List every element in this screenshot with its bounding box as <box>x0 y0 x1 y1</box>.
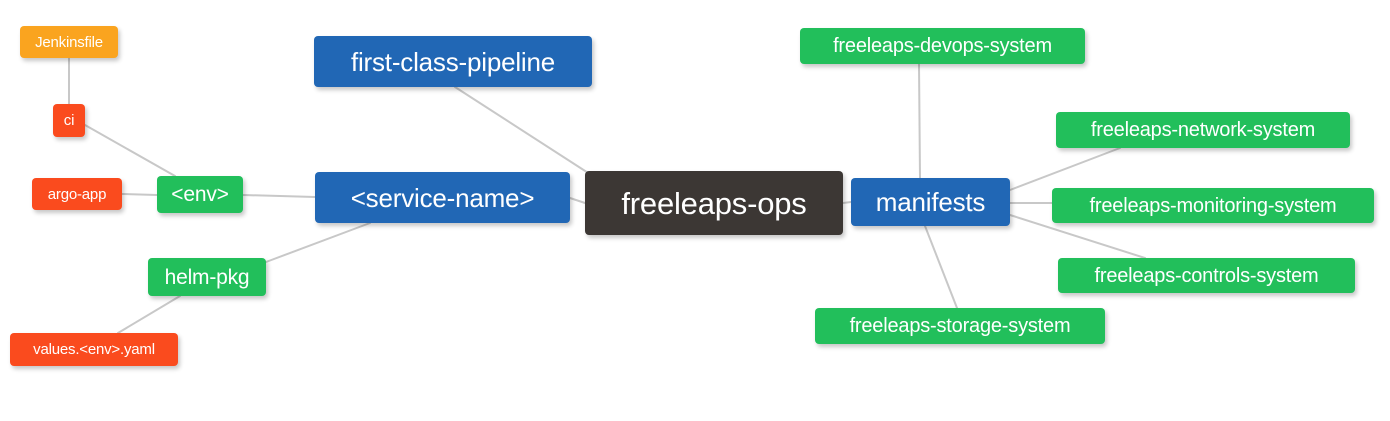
edge-service-name-to-env <box>242 194 316 198</box>
node-freeleaps-monitoring-system[interactable]: freeleaps-monitoring-system <box>1052 188 1374 223</box>
edge-env-to-ci <box>84 124 176 177</box>
edge-freeleaps-ops-to-manifests <box>842 201 852 204</box>
node-label-freeleaps-ops: freeleaps-ops <box>621 185 807 221</box>
node-values-env-yaml[interactable]: values.<env>.yaml <box>10 333 178 366</box>
node-label-freeleaps-devops-system: freeleaps-devops-system <box>833 35 1052 57</box>
node-label-first-class-pipeline: first-class-pipeline <box>350 46 556 77</box>
node-first-class-pipeline[interactable]: first-class-pipeline <box>314 36 592 87</box>
node-label-env: <env> <box>171 183 229 206</box>
node-freeleaps-controls-system[interactable]: freeleaps-controls-system <box>1058 258 1355 293</box>
node-service-name[interactable]: <service-name> <box>315 172 570 223</box>
node-argo-app[interactable]: argo-app <box>32 178 122 210</box>
edge-helm-pkg-to-values-env-yaml <box>117 295 181 334</box>
node-freeleaps-ops[interactable]: freeleaps-ops <box>585 171 843 235</box>
edge-env-to-argo-app <box>121 193 158 196</box>
edge-manifests-to-freeleaps-network-system <box>1009 147 1121 191</box>
node-label-jenkinsfile: Jenkinsfile <box>35 33 103 51</box>
edge-freeleaps-ops-to-first-class-pipeline <box>454 86 597 179</box>
node-ci[interactable]: ci <box>53 104 85 137</box>
node-label-values-env-yaml: values.<env>.yaml <box>33 341 155 358</box>
node-label-freeleaps-controls-system: freeleaps-controls-system <box>1094 264 1319 287</box>
node-freeleaps-devops-system[interactable]: freeleaps-devops-system <box>800 28 1085 64</box>
node-manifests[interactable]: manifests <box>851 178 1010 226</box>
node-label-freeleaps-monitoring-system: freeleaps-monitoring-system <box>1089 194 1337 217</box>
node-label-helm-pkg: helm-pkg <box>164 265 250 289</box>
node-freeleaps-network-system[interactable]: freeleaps-network-system <box>1056 112 1350 148</box>
node-label-freeleaps-storage-system: freeleaps-storage-system <box>849 315 1071 337</box>
node-label-argo-app: argo-app <box>47 185 107 203</box>
edge-freeleaps-ops-to-service-name <box>569 197 586 204</box>
node-label-freeleaps-network-system: freeleaps-network-system <box>1090 119 1316 141</box>
node-label-service-name: <service-name> <box>350 182 535 213</box>
node-label-manifests: manifests <box>875 187 986 217</box>
node-freeleaps-storage-system[interactable]: freeleaps-storage-system <box>815 308 1105 344</box>
node-helm-pkg[interactable]: helm-pkg <box>148 258 266 296</box>
node-label-ci: ci <box>63 112 75 129</box>
node-jenkinsfile[interactable]: Jenkinsfile <box>20 26 118 58</box>
node-env[interactable]: <env> <box>157 176 243 213</box>
edge-service-name-to-helm-pkg <box>265 222 371 263</box>
edge-manifests-to-freeleaps-devops-system <box>918 63 921 179</box>
edge-manifests-to-freeleaps-storage-system <box>924 225 958 309</box>
